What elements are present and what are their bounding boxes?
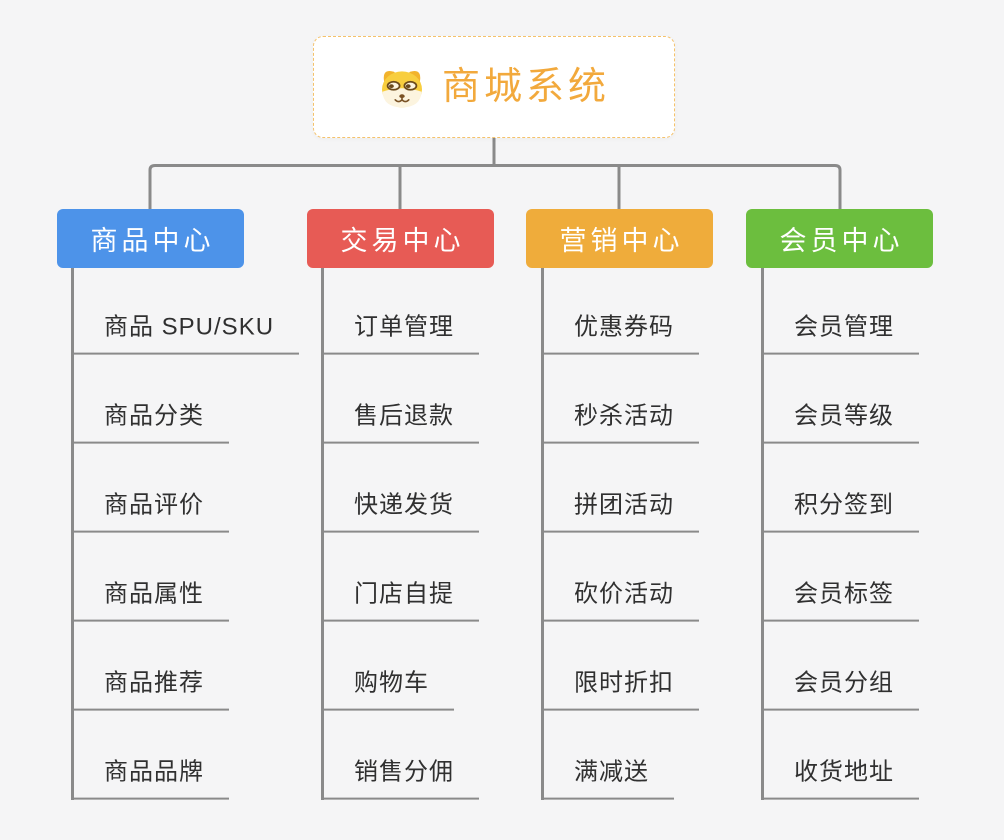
leaf-node[interactable]: 商品属性 [72,579,229,622]
doge-icon [381,70,422,108]
leaf-node[interactable]: 购物车 [322,668,454,711]
branch-node-marketing-center[interactable]: 营销中心 [526,209,713,268]
leaf-node[interactable]: 砍价活动 [542,579,699,622]
leaf-node[interactable]: 会员等级 [762,401,919,444]
branch-children-marketing-center: 优惠券码 秒杀活动 拼团活动 砍价活动 限时折扣 满减送 [541,268,792,802]
leaf-node[interactable]: 秒杀活动 [542,401,699,444]
leaf-node[interactable]: 满减送 [542,757,674,800]
branch-node-member-center[interactable]: 会员中心 [746,209,933,268]
branch-children-member-center: 会员管理 会员等级 积分签到 会员标签 会员分组 收货地址 [761,268,1004,802]
leaf-node[interactable]: 商品 SPU/SKU [72,312,300,355]
bracket-connector [148,164,842,210]
leaf-node[interactable]: 会员管理 [762,312,919,355]
leaf-node[interactable]: 收货地址 [762,757,919,800]
leaf-node[interactable]: 门店自提 [322,579,479,622]
branch-children-trade-center: 订单管理 售后退款 快递发货 门店自提 购物车 销售分佣 [321,268,572,802]
leaf-node[interactable]: 限时折扣 [542,668,699,711]
leaf-node[interactable]: 订单管理 [322,312,479,355]
leaf-node[interactable]: 商品评价 [72,490,229,533]
leaf-node[interactable]: 会员标签 [762,579,919,622]
leaf-node[interactable]: 商品品牌 [72,757,229,800]
leaf-node[interactable]: 优惠券码 [542,312,699,355]
leaf-node[interactable]: 销售分佣 [322,757,479,800]
leaf-node[interactable]: 商品推荐 [72,668,229,711]
branch-node-product-center[interactable]: 商品中心 [57,209,244,268]
leaf-node[interactable]: 会员分组 [762,668,919,711]
leaf-node[interactable]: 快递发货 [322,490,479,533]
branch-children-product-center: 商品 SPU/SKU 商品分类 商品评价 商品属性 商品推荐 商品品牌 [71,268,322,802]
leaf-node[interactable]: 售后退款 [322,401,479,444]
root-title: 商城系统 [441,66,610,108]
root-node[interactable]: 商城系统 [313,36,675,138]
branch-node-trade-center[interactable]: 交易中心 [307,209,494,268]
leaf-node[interactable]: 拼团活动 [542,490,699,533]
leaf-node[interactable]: 商品分类 [72,401,229,444]
leaf-node[interactable]: 积分签到 [762,490,919,533]
